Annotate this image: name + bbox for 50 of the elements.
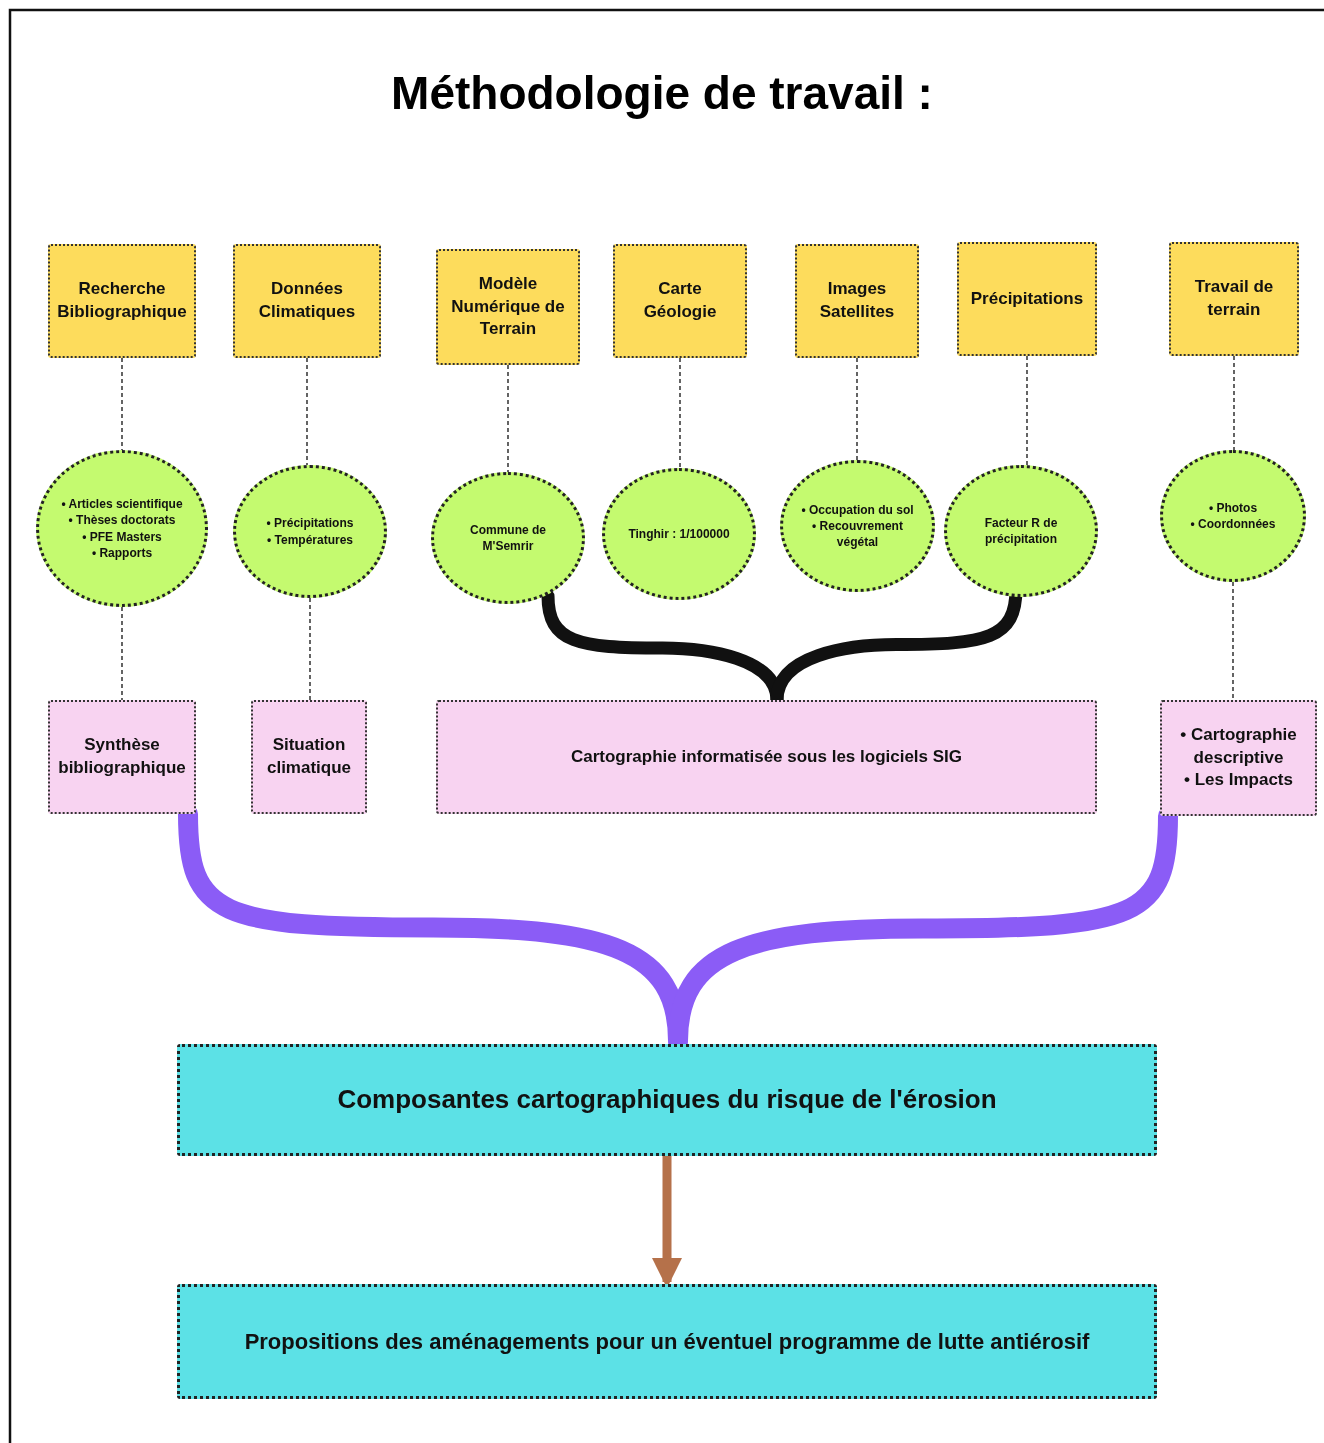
source-box xyxy=(957,242,1097,356)
dashed-connector xyxy=(306,357,308,466)
node-label: Facteur R de précipitation xyxy=(983,514,1059,548)
list-item: • Précipitations xyxy=(266,515,354,532)
dashed-connector xyxy=(309,597,311,701)
dashed-connector xyxy=(679,357,681,469)
list-item: • Thèses doctorats xyxy=(67,512,177,529)
result-box xyxy=(436,700,1097,814)
list-item: • Cartographie descriptive xyxy=(1179,723,1298,769)
result-box xyxy=(48,700,196,814)
source-box xyxy=(436,249,580,365)
output-box xyxy=(177,1044,1157,1156)
list-item: • PFE Masters xyxy=(81,528,163,545)
node-label: Précipitations xyxy=(970,287,1084,310)
dashed-connector xyxy=(1233,355,1235,451)
node-label: Carte Géologie xyxy=(642,278,718,323)
node-label: Composantes cartographiques du risque de l'érosion xyxy=(337,1083,997,1117)
list-item: • Températures xyxy=(266,531,354,548)
diagram-title: Méthodologie de travail : xyxy=(391,66,933,120)
list-item: • Photos xyxy=(1207,499,1259,516)
dashed-connector xyxy=(121,606,123,701)
dashed-connector xyxy=(1026,355,1028,466)
node-label: Recherche Bibliographique xyxy=(56,278,188,323)
list-item: • Rapports xyxy=(90,544,154,561)
result-box xyxy=(1160,700,1317,816)
source-box xyxy=(233,244,381,358)
source-box xyxy=(1169,242,1299,356)
node-label: Situation climatique xyxy=(265,734,353,779)
list-item: • Recouvrement végétal xyxy=(811,517,904,551)
dashed-connector xyxy=(1232,581,1234,701)
node-label: Tinghir : 1/100000 xyxy=(628,525,730,543)
list-item: • Occupation du sol xyxy=(800,501,915,518)
node-label: Travail de terrain xyxy=(1193,276,1275,321)
source-box xyxy=(613,244,747,358)
node-label: Modèle Numérique de Terrain xyxy=(450,272,566,341)
list-item: • Articles scientifique xyxy=(61,496,183,513)
node-label: Images Satellites xyxy=(818,278,896,323)
node-label: Propositions des aménagements pour un éventuel programme de lutte antiérosif xyxy=(244,1327,1090,1356)
node-label: Synthèse bibliographique xyxy=(57,734,187,779)
node-label: Commune de M'Semrir xyxy=(469,521,547,555)
output-box xyxy=(177,1284,1157,1399)
node-label: Données Climatiques xyxy=(257,278,357,323)
source-box xyxy=(48,244,196,358)
result-box xyxy=(251,700,367,814)
dashed-connector xyxy=(507,364,509,473)
node-label: Cartographie informatisée sous les logiciels SIG xyxy=(570,745,963,768)
source-box xyxy=(795,244,919,358)
dashed-connector xyxy=(856,357,858,461)
list-item: • Coordonnées xyxy=(1190,516,1276,533)
list-item: • Les Impacts xyxy=(1183,769,1294,792)
